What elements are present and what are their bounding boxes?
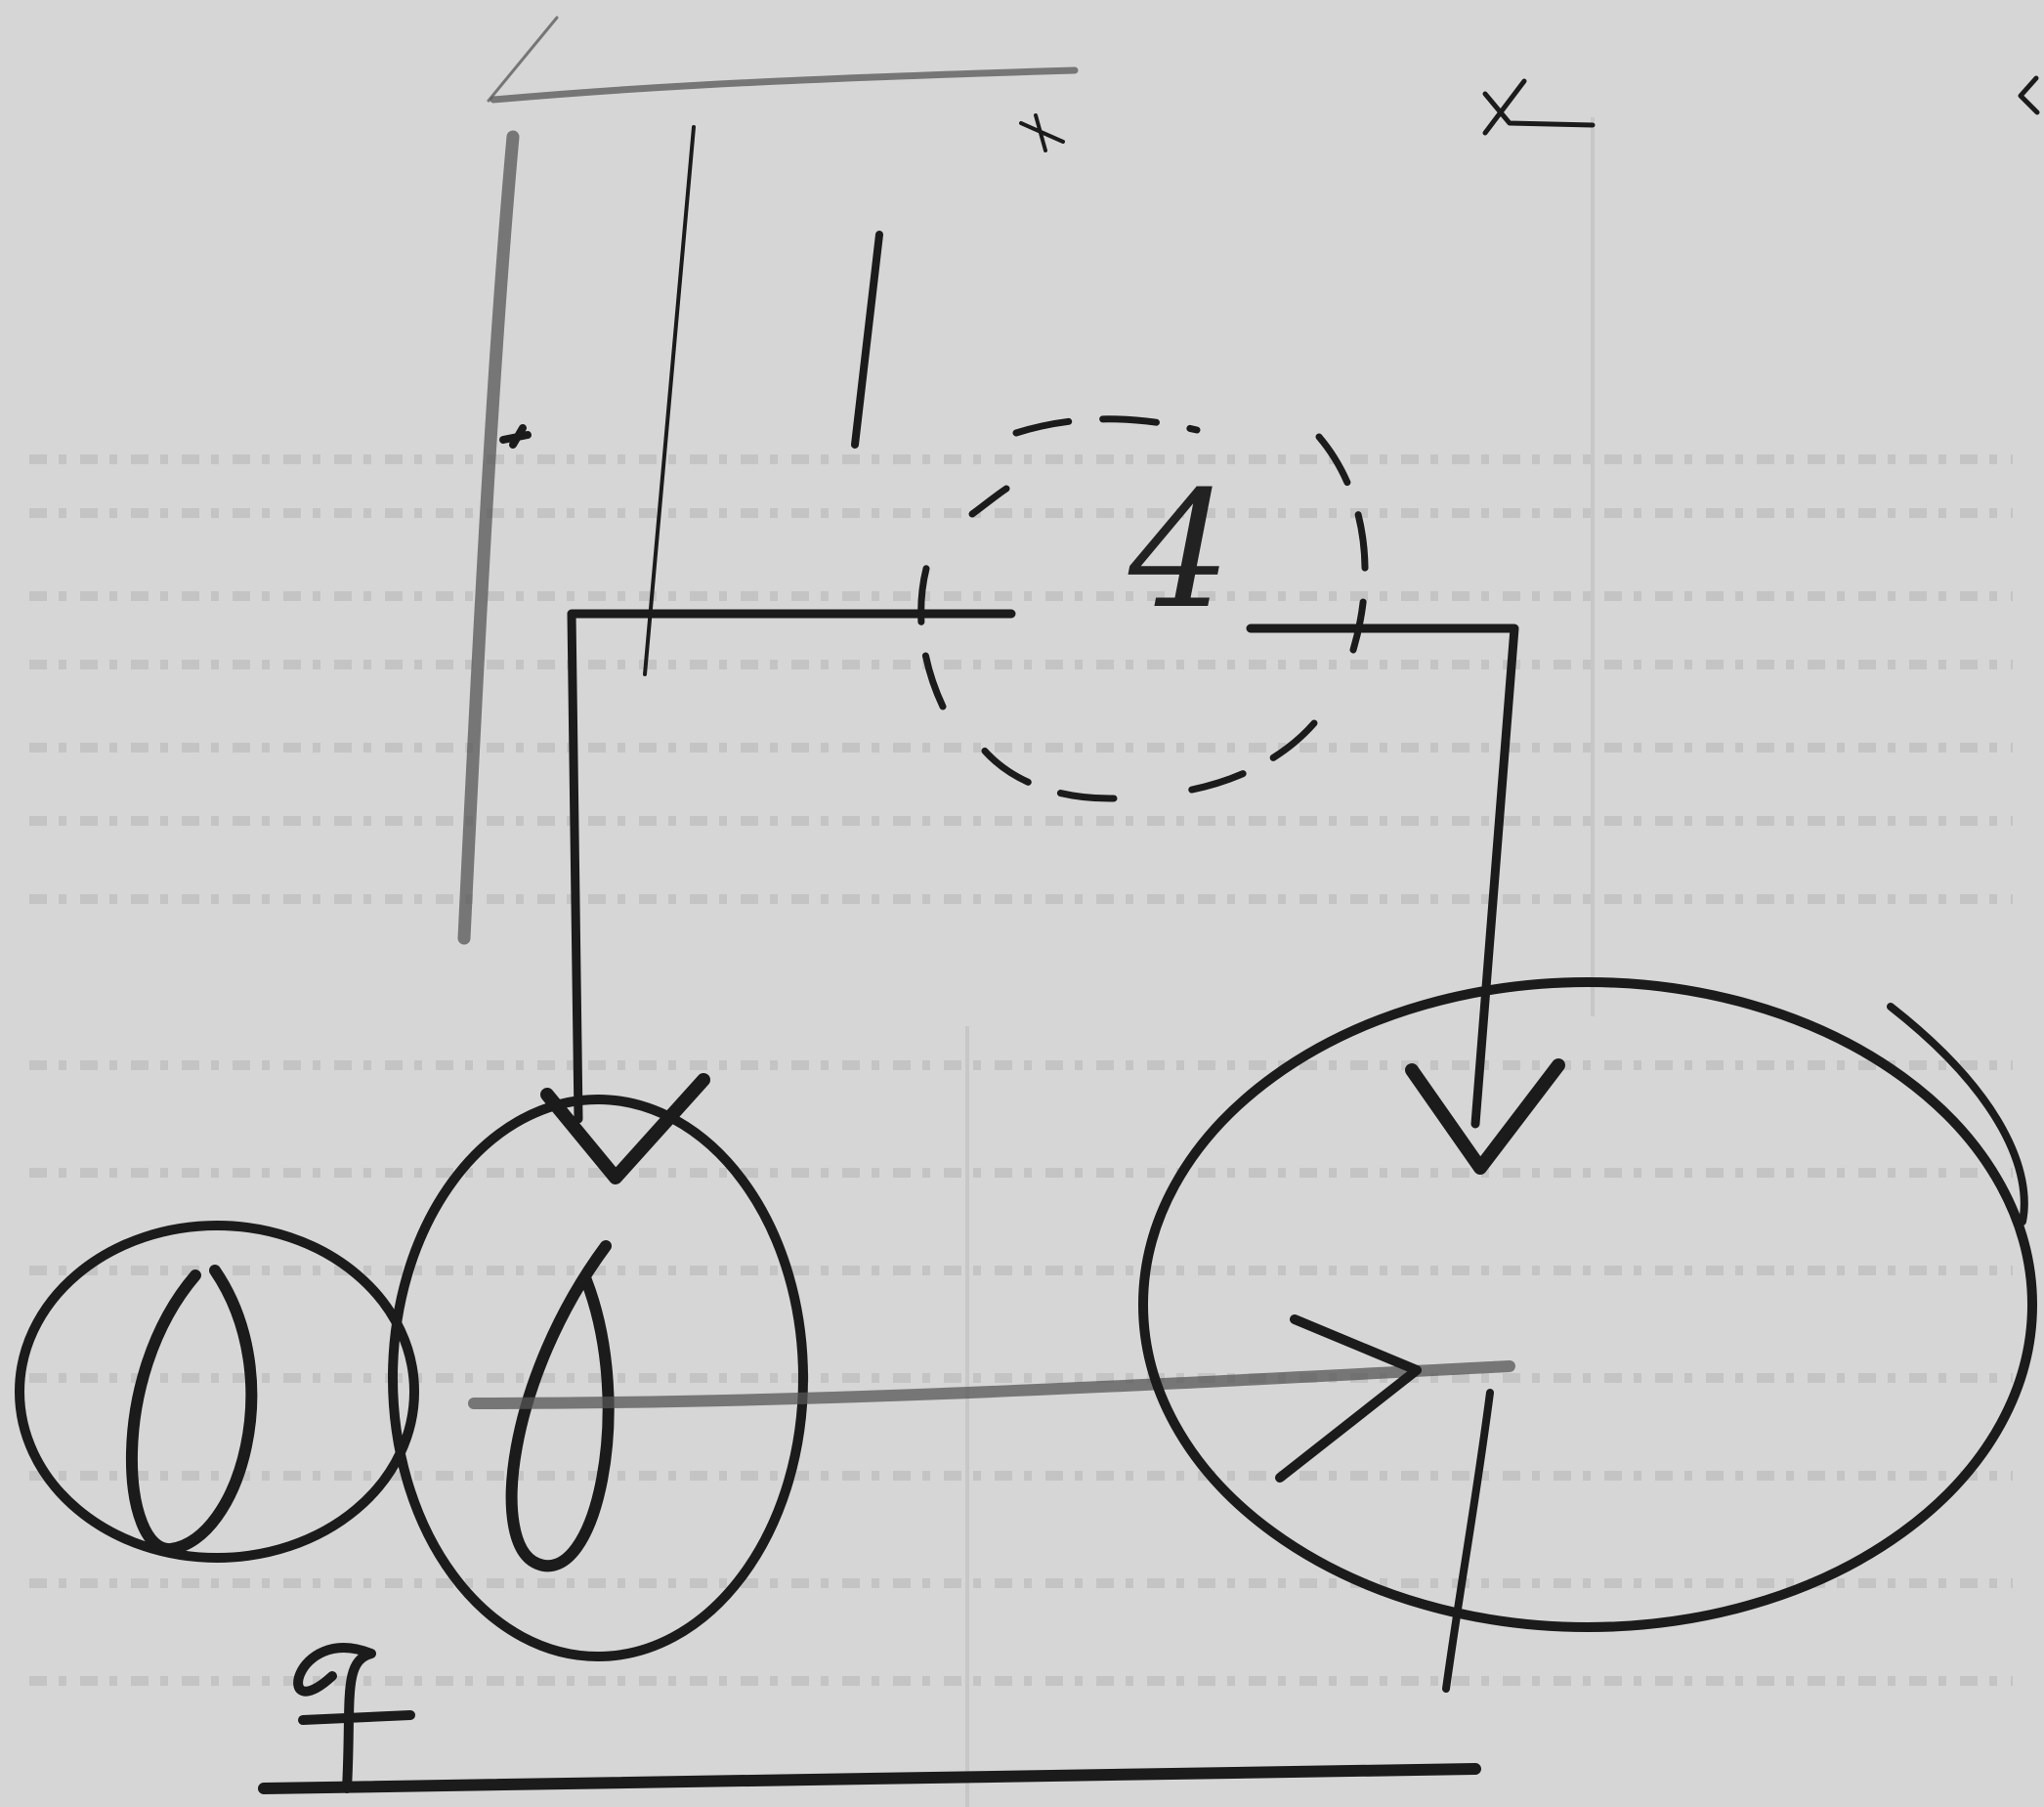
lower-left-small-mark bbox=[293, 1643, 415, 1793]
top-faint-diagonal-line bbox=[487, 16, 559, 103]
top-left-branch-line bbox=[567, 609, 1016, 1124]
right-pointing-arrow-mark bbox=[1275, 1314, 1422, 1483]
horizontal-connector-line bbox=[468, 1360, 1515, 1409]
dashed-circle bbox=[917, 415, 1369, 802]
left-double-circle-outer-left bbox=[15, 1221, 419, 1563]
center-handwritten-number: 4 bbox=[1128, 456, 1231, 644]
center-left-vertical-line bbox=[643, 125, 696, 676]
top-small-mark-left bbox=[1019, 113, 1065, 152]
left-double-circle-outer-right bbox=[388, 1095, 808, 1661]
center-short-vertical-line bbox=[851, 231, 883, 449]
top-right-branch-line bbox=[1246, 624, 1519, 1129]
left-inner-stroke-right bbox=[505, 1240, 615, 1572]
left-down-arrowhead bbox=[540, 1073, 710, 1184]
right-down-arrowhead bbox=[1405, 1058, 1565, 1175]
top-faint-horizontal-line bbox=[490, 66, 1079, 104]
left-vertical-tick bbox=[499, 424, 532, 449]
large-ellipse-overdraw-stroke bbox=[1887, 1003, 2028, 1226]
lower-right-diagonal-line bbox=[1442, 1389, 1494, 1693]
left-tall-vertical-line bbox=[457, 130, 520, 945]
bottom-long-underline bbox=[258, 1763, 1481, 1794]
left-inner-stroke-left bbox=[126, 1265, 258, 1555]
large-right-ellipse bbox=[1138, 977, 2037, 1632]
top-small-mark-middle bbox=[1482, 78, 1596, 136]
top-small-mark-right bbox=[2018, 75, 2040, 115]
